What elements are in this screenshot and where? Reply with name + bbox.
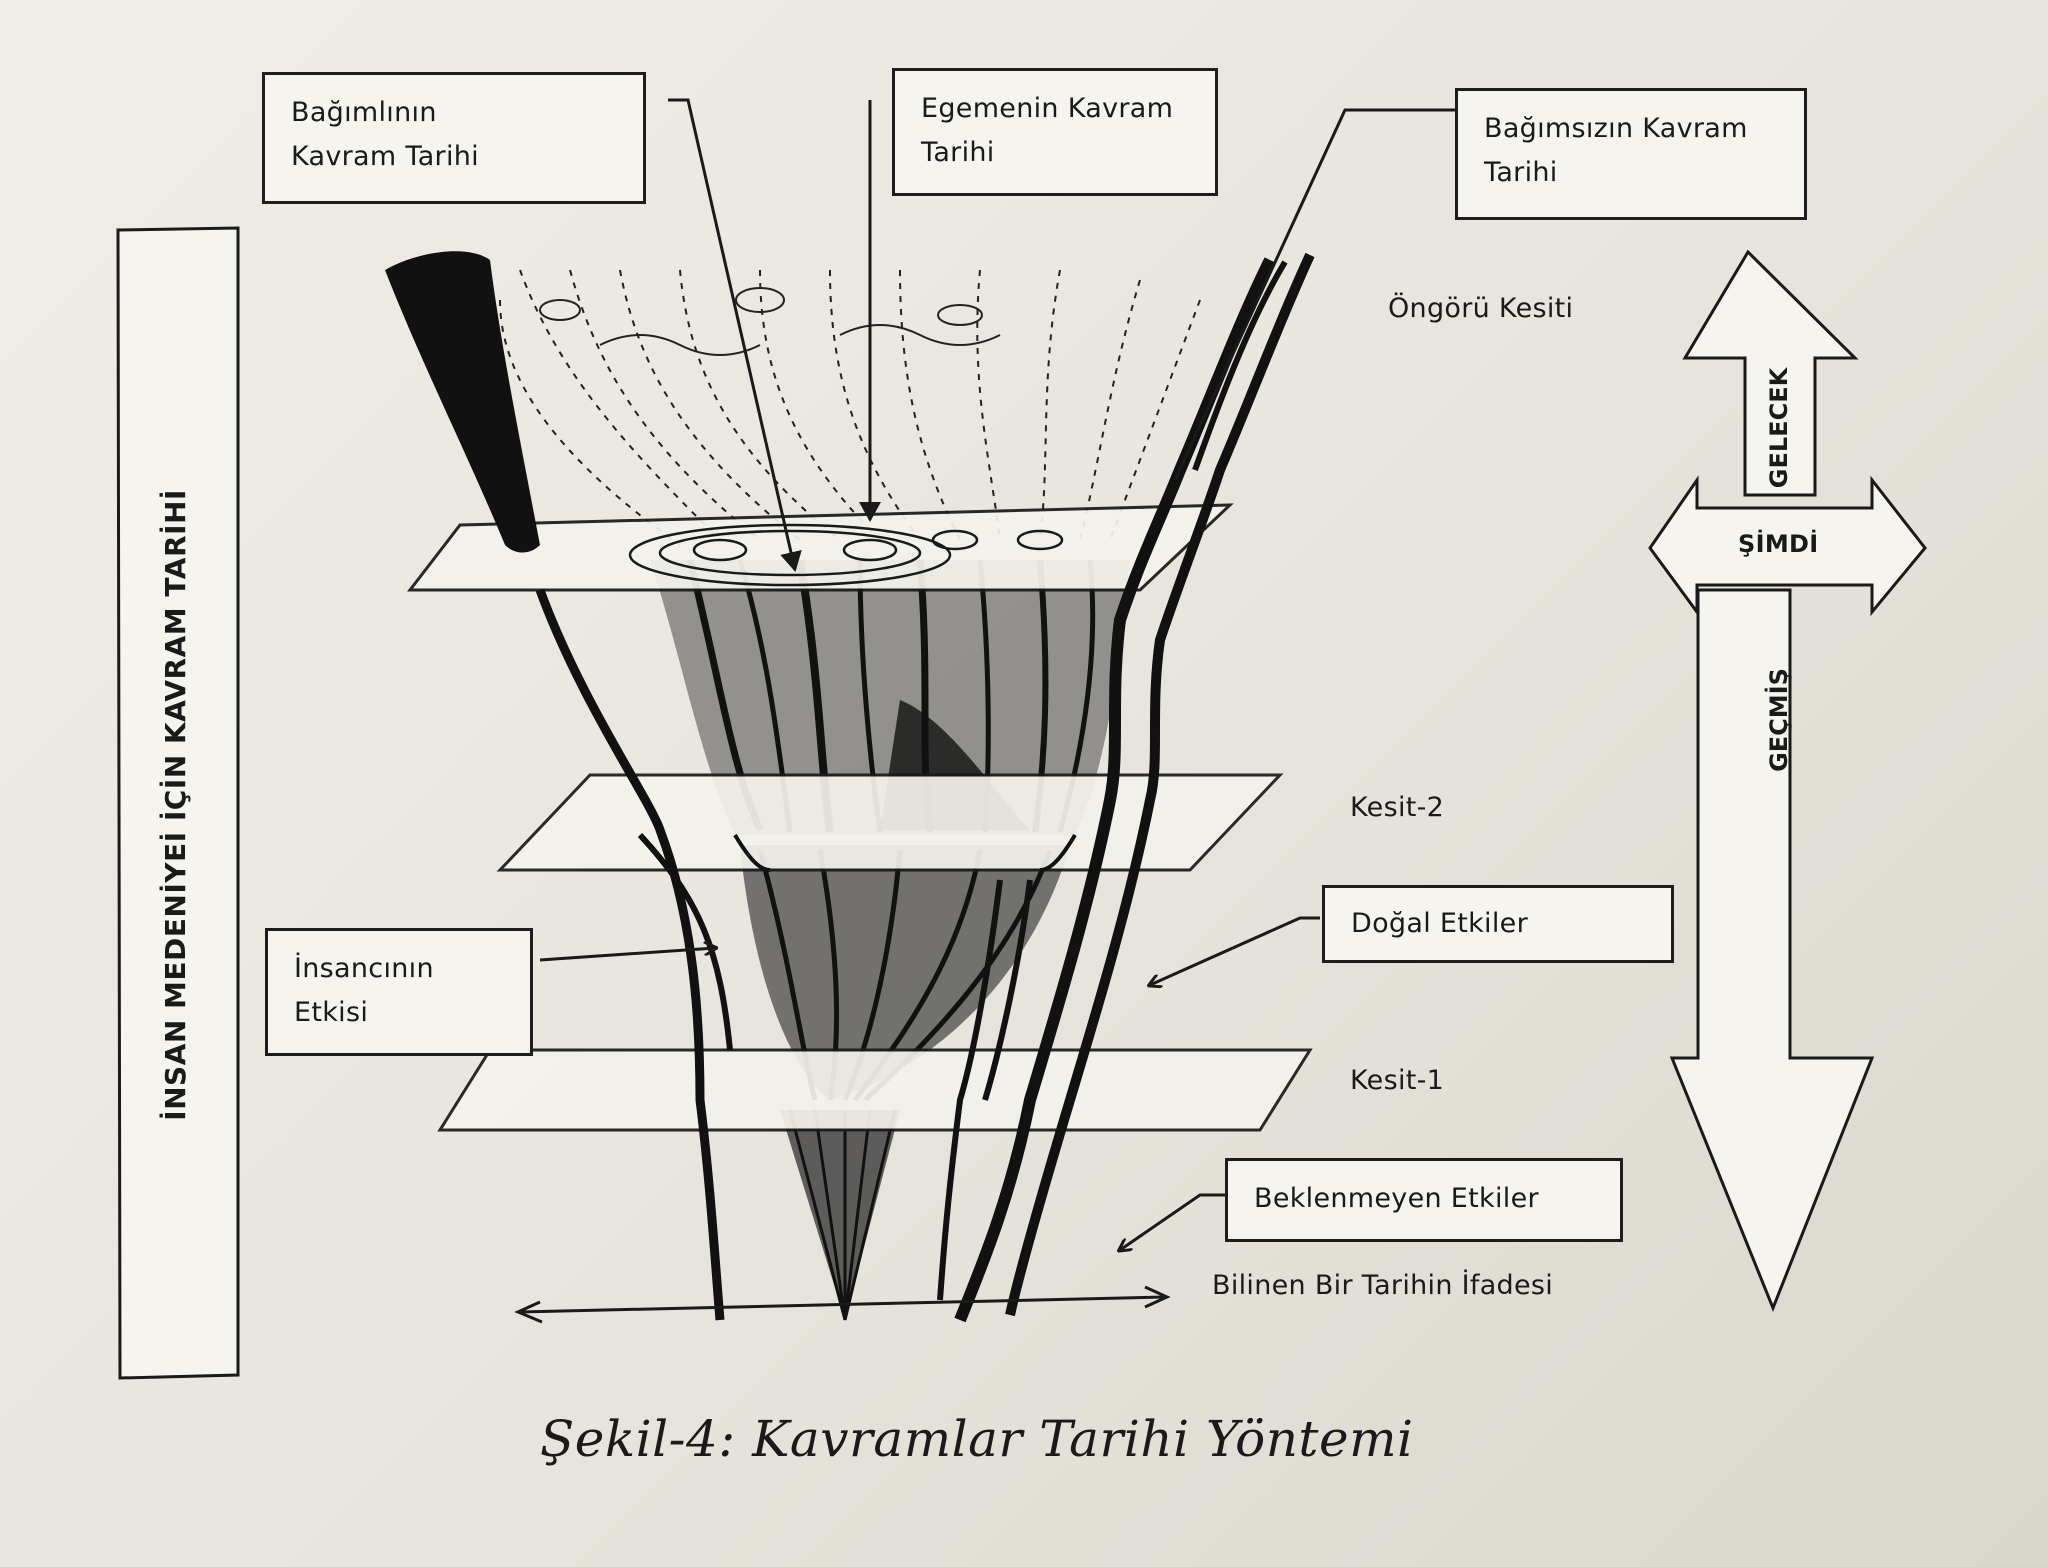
middle-strands	[937, 879, 1033, 1301]
human-effect-box-line1: İnsancının	[294, 953, 434, 984]
human-effect-box: İnsancının Etkisi	[265, 928, 533, 1056]
side-box-title: İNSAN MEDENİYEİ İÇİN KAVRAM TARİHİ	[159, 489, 192, 1121]
section-2-label: Kesit-2	[1350, 792, 1445, 823]
dependent-box-line1: Bağımlının	[291, 97, 437, 128]
future-label: GELECEK	[1765, 367, 1793, 489]
unexpected-effects-label: Beklenmeyen Etkiler	[1254, 1183, 1539, 1214]
section-2-plane	[496, 773, 1284, 872]
label-arrows	[539, 98, 1455, 1250]
future-arrow	[1682, 249, 1859, 497]
past-label: GEÇMİŞ	[1765, 668, 1793, 772]
swirl-marks	[539, 287, 1001, 356]
dominant-box-line2: Tarihi	[921, 137, 995, 168]
dominant-box-line1: Egemenin Kavram	[921, 93, 1174, 124]
funnel-tip	[780, 1109, 900, 1321]
present-label: ŞİMDİ	[1738, 530, 1819, 558]
past-arrow	[1669, 588, 1875, 1313]
unexpected-effects-box: Beklenmeyen Etkiler	[1225, 1158, 1623, 1242]
independent-box: Bağımsızın Kavram Tarihi	[1455, 88, 1807, 220]
natural-effects-box: Doğal Etkiler	[1322, 885, 1674, 963]
dependent-strand	[535, 588, 725, 1321]
section-1-label: Kesit-1	[1350, 1065, 1445, 1096]
dominant-box: Egemenin Kavram Tarihi	[892, 68, 1218, 196]
known-history-label: Bilinen Bir Tarihin İfadesi	[1212, 1270, 1554, 1301]
funnel-lower	[740, 845, 1070, 1102]
forecast-plane	[406, 503, 1234, 592]
dependent-wedge	[385, 251, 540, 553]
dependent-box-line2: Kavram Tarihi	[291, 141, 479, 172]
natural-effects-label: Doğal Etkiler	[1351, 908, 1528, 939]
dependent-box: Bağımlının Kavram Tarihi	[262, 72, 646, 204]
human-effect-box-line2: Etkisi	[294, 997, 369, 1028]
top-plane-ellipses	[628, 523, 1064, 587]
independent-box-line2: Tarihi	[1484, 157, 1558, 188]
converging-dotted-lines	[499, 269, 1201, 546]
forecast-section-label: Öngörü Kesiti	[1388, 293, 1574, 324]
side-box	[116, 226, 240, 1380]
independent-box-line1: Bağımsızın Kavram	[1484, 113, 1748, 144]
section-1-plane	[437, 1048, 1313, 1132]
figure-caption: Şekil-4: Kavramlar Tarihi Yöntemi	[540, 1410, 1414, 1468]
known-history-axis	[519, 1295, 1166, 1314]
